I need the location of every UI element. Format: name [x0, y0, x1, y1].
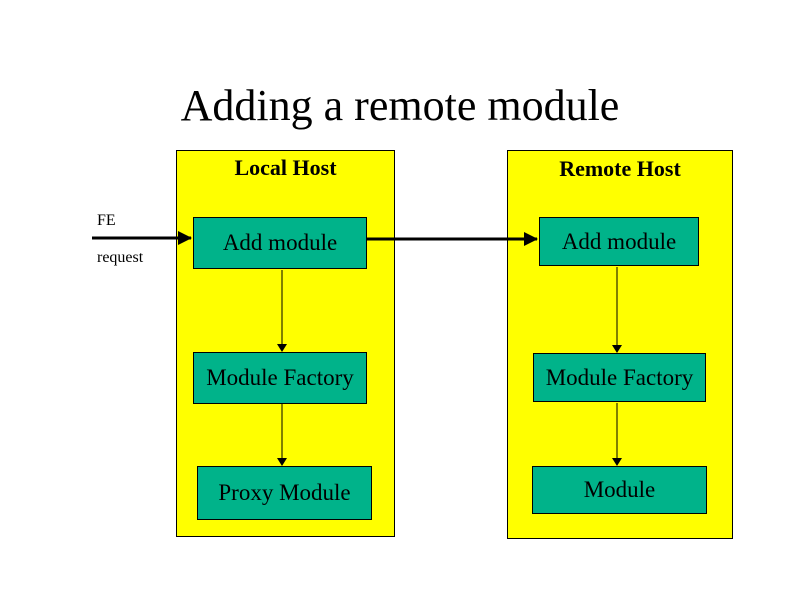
remote-host-label: Remote Host — [559, 156, 681, 181]
proxy-module-box: Proxy Module — [197, 466, 372, 520]
local-add-module-box: Add module — [193, 217, 367, 269]
remote-add-module-box: Add module — [539, 217, 699, 266]
request-label: request — [97, 249, 144, 266]
fe-label: FE — [97, 212, 116, 229]
module-box: Module — [532, 466, 707, 514]
remote-module-factory-box: Module Factory — [533, 353, 706, 402]
local-module-factory-box: Module Factory — [193, 352, 367, 404]
slide-title: Adding a remote module — [180, 81, 620, 130]
local-host-label: Local Host — [234, 155, 337, 180]
